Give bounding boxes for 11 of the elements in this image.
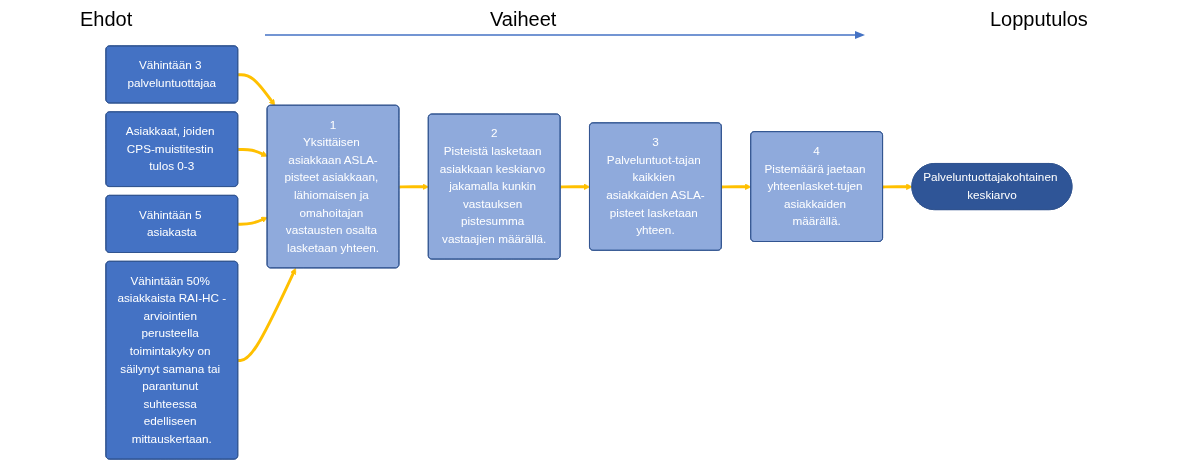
arrow [238,216,268,226]
column-heading: Ehdot [80,8,133,31]
arrow [238,267,297,363]
arrow [238,73,276,106]
arrow [883,183,913,190]
column-heading: Vaiheet [490,8,557,31]
arrow [238,148,268,157]
column-heading: Lopputulos [990,8,1088,31]
arrow [399,183,430,190]
arrow [560,183,591,190]
arrow [721,183,752,190]
